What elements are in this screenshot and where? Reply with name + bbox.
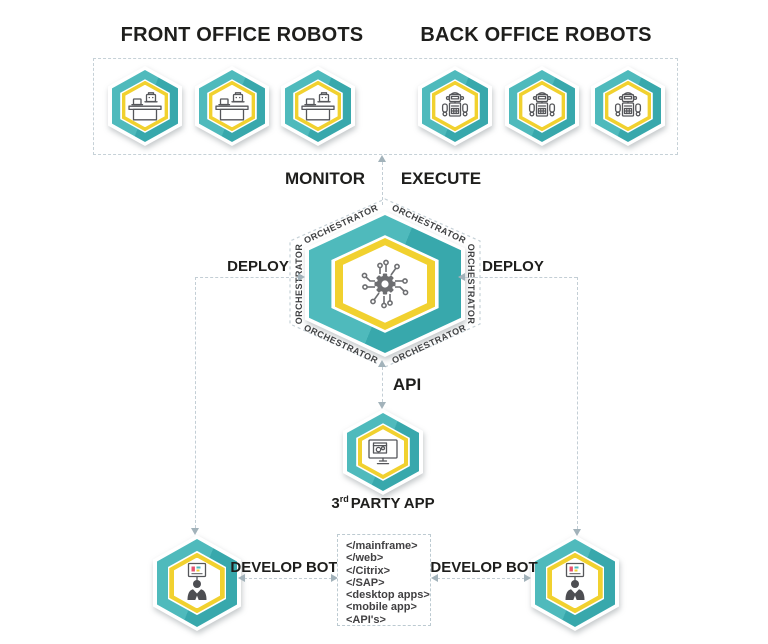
front-office-robot-hexagon-1 — [108, 66, 182, 146]
deploy-left-label: DEPLOY — [227, 258, 289, 275]
develop-bot-right-arrow-left — [431, 574, 438, 582]
develop-bot-right-arrow-right — [524, 574, 531, 582]
third-party-number: 3 — [331, 495, 340, 512]
orchestrator-dashed-outline — [289, 198, 481, 368]
develop-bot-right-label: DEVELOP BOT — [430, 559, 538, 576]
desk-robot-icon — [108, 66, 182, 146]
deploy-left-line — [195, 277, 299, 278]
third-party-ordinal: rd — [339, 494, 349, 504]
develop-bot-left-arrow-right — [331, 574, 338, 582]
developer-monitor-icon — [531, 535, 619, 631]
standing-robot-icon — [591, 66, 665, 146]
api-arrow-down — [378, 402, 386, 409]
develop-bot-left-label: DEVELOP BOT — [230, 559, 338, 576]
developer-hexagon-left — [153, 535, 241, 631]
code-line: </SAP> — [346, 576, 385, 589]
code-line: </Citrix> — [346, 564, 391, 577]
orchestrator-label-right: ORCHESTRATOR — [466, 243, 476, 325]
third-party-rest: PARTY APP — [350, 495, 435, 512]
arrow-down-to-right-developer — [573, 529, 581, 536]
technology-code-box: </mainframe> </web> </Citrix> </SAP> <de… — [337, 534, 431, 626]
execute-label: EXECUTE — [400, 169, 482, 188]
code-line: </web> — [346, 552, 384, 565]
developer-hexagon-right — [531, 535, 619, 631]
develop-bot-right-line — [437, 578, 525, 579]
third-party-app-hexagon — [343, 409, 423, 495]
orchestrator-hexagon — [305, 211, 465, 357]
desk-robot-icon — [195, 66, 269, 146]
code-line: <API's> — [346, 613, 386, 626]
deploy-left-arrow — [298, 273, 305, 281]
deploy-right-line — [465, 277, 577, 278]
robots-group-box — [93, 58, 678, 155]
develop-bot-left-arrow-left — [238, 574, 245, 582]
deploy-left-vertical-line — [195, 277, 196, 528]
gear-circuit-icon — [305, 211, 465, 357]
front-office-robot-hexagon-2 — [195, 66, 269, 146]
api-arrow-up — [378, 360, 386, 367]
front-office-robot-hexagon-3 — [281, 66, 355, 146]
standing-robot-icon — [418, 66, 492, 146]
desk-robot-icon — [281, 66, 355, 146]
api-connector-line — [382, 367, 383, 402]
standing-robot-icon — [505, 66, 579, 146]
arrow-up-to-robots — [378, 155, 386, 162]
orchestrator-label-left: ORCHESTRATOR — [294, 243, 304, 325]
connector-orchestrator-robots — [382, 162, 383, 205]
back-office-robot-hexagon-1 — [418, 66, 492, 146]
back-office-robot-hexagon-2 — [505, 66, 579, 146]
developer-monitor-icon — [153, 535, 241, 631]
back-office-robots-title: BACK OFFICE ROBOTS — [420, 24, 652, 46]
deploy-right-arrow — [458, 273, 465, 281]
back-office-robot-hexagon-3 — [591, 66, 665, 146]
arrow-down-to-left-developer — [191, 528, 199, 535]
code-line: <desktop apps> — [346, 589, 430, 602]
deploy-right-vertical-line — [577, 277, 578, 529]
develop-bot-left-line — [244, 578, 332, 579]
front-office-robots-title: FRONT OFFICE ROBOTS — [120, 24, 364, 46]
code-line: <mobile app> — [346, 601, 417, 614]
monitor-label: MONITOR — [285, 169, 365, 188]
monitor-gears-icon — [343, 409, 423, 495]
api-label: API — [392, 375, 422, 394]
code-line: </mainframe> — [346, 540, 418, 552]
deploy-right-label: DEPLOY — [482, 258, 544, 275]
